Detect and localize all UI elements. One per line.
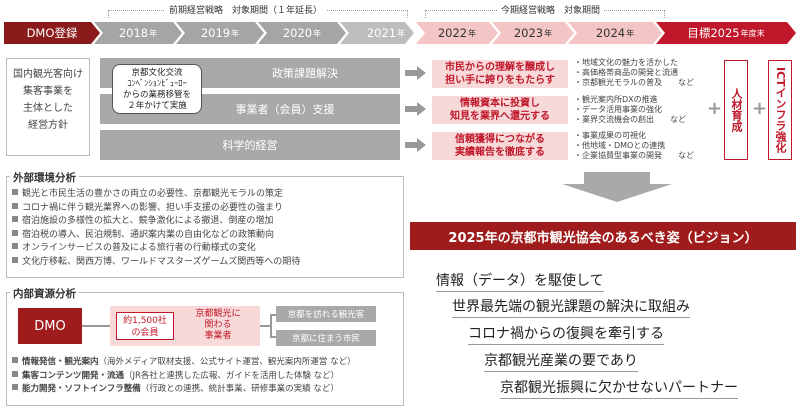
targets-connector	[260, 325, 270, 327]
members-box: 約1,500社の会員	[116, 312, 174, 340]
plus-icon: +	[752, 98, 768, 119]
dmo-registration-label: DMO登録	[26, 26, 78, 40]
list-item: 情報発信・観光案内（海外メディア取材支援、公式サイト運営、観光案内所運営 など）	[12, 356, 356, 370]
list-item: 能力開発・ソフトインフラ整備（行政との連携、統計事業、研修事業の実績 など）	[12, 383, 356, 397]
vision-line-3: コロナ禍からの復興を牽引する	[468, 323, 664, 345]
target-tourists: 京都を訪れる観光客	[276, 306, 376, 322]
arrow-body	[405, 70, 417, 76]
transfer-callout: 京都文化交流 ｺﾝﾍﾞﾝｼｮﾝﾋﾞｭｰﾛｰ からの業務移管を ２年かけて実施	[112, 64, 202, 114]
related-business-text: 京都観光に関わる事業者	[195, 309, 241, 341]
ict-infrastructure-box: ICTインフラ強化	[768, 60, 792, 160]
strategy-band-scientific: 科学的経営	[100, 130, 400, 160]
external-analysis-panel	[6, 176, 404, 278]
list-item: 宿泊施設の多様性の拡大と、競争激化による撤退、倒産の増加	[12, 215, 300, 229]
policy-line: 経営方針	[28, 120, 68, 131]
vision-line-2: 世界最先端の観光課題の解決に取組み	[452, 296, 690, 318]
policy-line: 国内観光客向け	[13, 69, 83, 80]
initiative-list-member-support: 観光案内所DXの推進データ活用事業の強化業界交流機会の創出 など	[574, 95, 704, 125]
management-policy-box: 国内観光客向け 集客事業を 主体とした 経営方針	[6, 58, 90, 156]
vision-line-5: 京都観光振興に欠かせないパートナー	[500, 377, 738, 399]
policy-line: 主体とした	[23, 103, 73, 114]
arrow-body	[405, 106, 417, 112]
external-analysis-list: 観光と市民生活の豊かさの両立の必要性、京都観光モラルの策定 コロナ禍に伴う観光業…	[12, 188, 300, 269]
plus-icon: +	[707, 98, 723, 119]
strategy-label: 政策課題解決	[272, 67, 338, 80]
list-item: 集客コンテンツ開発・流通（JR各社と連携した広報、ガイドを活用した体験 など）	[12, 370, 356, 384]
arrow-right-icon	[417, 138, 426, 152]
dmo-box: DMO	[18, 308, 82, 344]
vision-line-4: 京都観光産業の要であり	[484, 350, 638, 372]
initiative-list-policy: 地域文化の魅力を活かした高価格帯商品の開発と流通京都観光モラルの普及 など	[574, 58, 704, 88]
list-item: 宿泊税の導入、民泊規制、通訳案内業の自由化などの政策動向	[12, 229, 300, 243]
external-analysis-title: 外部環境分析	[10, 170, 79, 185]
strategy-label: 科学的経営	[222, 139, 278, 152]
internal-analysis-panel	[6, 292, 404, 406]
policy-line: 集客事業を	[23, 86, 73, 97]
arrow-body	[405, 142, 417, 148]
internal-analysis-title: 内部資源分析	[10, 286, 79, 301]
internal-analysis-list: 情報発信・観光案内（海外メディア取材支援、公式サイト運営、観光案内所運営 など）…	[12, 356, 356, 397]
strategy-label: 事業者（会員）支援	[235, 103, 335, 116]
current-strategy-label: 今期経営戦略 対象期間	[497, 3, 605, 16]
list-item: オンラインサービスの普及による旅行者の行動様式の変化	[12, 242, 300, 256]
previous-strategy-label: 前期経営戦略 対象期間（１年延長）	[165, 3, 327, 16]
dmo-registration-chevron: DMO登録	[4, 22, 100, 44]
target-box-scientific: 信頼獲得につながる実績報告を徹底する	[432, 132, 568, 160]
hr-development-box: 人材育成	[724, 60, 748, 160]
vision-line-1: 情報（データ）を駆使して	[436, 270, 604, 292]
arrow-right-icon	[417, 66, 426, 80]
vision-title: 2025年の京都市観光協会のあるべき姿（ビジョン）	[410, 222, 796, 250]
target-box-member-support: 情報資本に投資し知見を業界へ還元する	[432, 96, 568, 124]
targets-bracket	[270, 314, 276, 338]
target-box-policy: 市民からの理解を醸成し担い手に誇りをもたらす	[432, 60, 568, 88]
list-item: 観光と市民生活の豊かさの両立の必要性、京都観光モラルの策定	[12, 188, 300, 202]
arrow-right-icon	[417, 102, 426, 116]
list-item: コロナ禍に伴う観光業界への影響、担い手支援の必要性の強まり	[12, 202, 300, 216]
target-citizens: 京都に住まう市民	[276, 330, 376, 346]
initiative-list-scientific: 事業成果の可視化他地域・DMOとの連携企業協賛型事業の開発 など	[574, 131, 704, 161]
list-item: 文化庁移転、関西万博、ワールドマスターズゲームズ関西等への期待	[12, 256, 300, 270]
down-arrow-icon	[562, 172, 672, 202]
dmo-connector	[82, 325, 110, 327]
